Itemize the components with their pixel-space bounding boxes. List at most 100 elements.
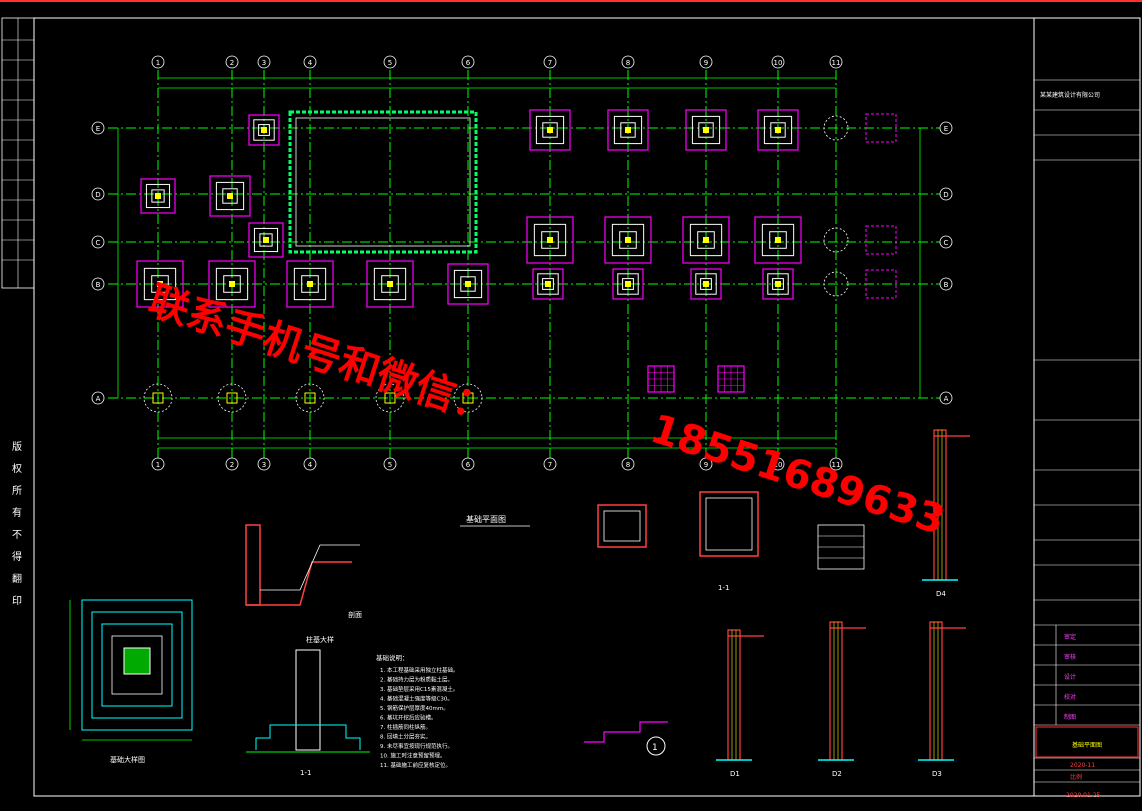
pit-section-label: 1-1: [718, 584, 729, 592]
grid-bubble: [225, 55, 239, 69]
column-marker: [227, 193, 233, 199]
grid-bubble: [225, 457, 239, 471]
column-marker: [545, 281, 551, 287]
column-section-label: D4: [936, 590, 946, 598]
grid-number: 5: [388, 59, 392, 67]
rebar-table: [817, 524, 865, 570]
drawing-frame: [33, 17, 1035, 797]
grid-bubble: [621, 55, 635, 69]
plan-grid: [108, 70, 940, 458]
copyright-char: 翻: [12, 573, 22, 585]
footing-outer: [762, 268, 794, 300]
grid-number: 6: [466, 59, 471, 67]
future-pad: [865, 269, 897, 299]
pile-column: [152, 392, 164, 404]
grid-bubble: [771, 457, 785, 471]
pile-column: [462, 392, 474, 404]
footing-step: [215, 267, 249, 301]
grid-number: 8: [626, 461, 630, 469]
footing-column: [772, 278, 784, 290]
grid-letter: C: [944, 239, 949, 247]
footing-outer: [248, 222, 284, 258]
signoff-row: 审定: [1064, 634, 1077, 641]
title-block: [1033, 17, 1141, 797]
footing-column: [259, 233, 273, 247]
column-section-label: D1: [730, 770, 740, 778]
footing-column: [542, 122, 558, 138]
footing-column: [301, 275, 319, 293]
step-detail: [584, 721, 668, 756]
footing-step: [763, 115, 793, 145]
copyright-vertical-text: 版权所有不得翻印: [12, 440, 22, 607]
grid-bubble: [939, 391, 953, 405]
grid-number: 7: [548, 59, 552, 67]
notes-title: 基础说明：: [376, 653, 409, 662]
column-marker: [625, 281, 631, 287]
general-notes: 1. 本工程基础采用独立柱基础。2. 基础持力层为粉质黏土层。3. 基础垫层采用…: [380, 666, 459, 769]
column-base-section: [246, 649, 370, 753]
footing-step: [535, 115, 565, 145]
wall-detail-title: 剖面: [348, 610, 362, 619]
footing-outer: [682, 216, 730, 264]
grid-bubble: [829, 55, 843, 69]
grid-bubble: [461, 457, 475, 471]
grid-number: 4: [308, 461, 313, 469]
grid-bubble: [91, 187, 105, 201]
column-section-label: D3: [932, 770, 942, 778]
footing-pads: [136, 109, 897, 413]
footing-step: [537, 273, 559, 295]
grid-bubble: [543, 55, 557, 69]
footing-outer: [248, 114, 280, 146]
column-section-body: [727, 629, 741, 761]
grid-letter: E: [944, 125, 948, 133]
column-marker: [775, 127, 781, 133]
footing-column: [619, 231, 637, 249]
column-marker: [625, 127, 631, 133]
grid-number: 10: [774, 59, 783, 67]
footing-column: [770, 122, 786, 138]
grid-number: 2: [230, 59, 234, 67]
grid-bubble: [829, 457, 843, 471]
footing-step: [533, 223, 567, 257]
note-line: 10. 施工时注意预留预埋。: [380, 752, 446, 760]
footing-column: [698, 122, 714, 138]
column-base-title: 柱基大样: [306, 635, 334, 644]
pile-cap: [453, 383, 483, 413]
note-line: 3. 基础垫层采用C15素混凝土。: [380, 685, 458, 693]
grid-letter: A: [944, 395, 949, 403]
grid-letter: A: [96, 395, 101, 403]
copyright-char: 权: [12, 462, 22, 475]
pit-detail-2: [699, 491, 759, 557]
grid-bubble: [461, 55, 475, 69]
note-line: 1. 本工程基础采用独立柱基础。: [380, 666, 459, 674]
wall-section-detail: [245, 524, 360, 606]
footing-detail-title: 基础大样图: [110, 755, 145, 764]
column-marker: [155, 193, 161, 199]
column-marker: [387, 281, 393, 287]
footing-column: [700, 278, 712, 290]
signoff-row: 审核: [1064, 654, 1077, 661]
footing-step: [695, 273, 717, 295]
note-line: 7. 柱插筋同柱纵筋。: [380, 723, 431, 731]
grid-letter: E: [96, 125, 100, 133]
footing-outer: [532, 268, 564, 300]
grid-bubble: [939, 235, 953, 249]
grid-bubble: [303, 457, 317, 471]
grid-letter: C: [96, 239, 101, 247]
footing-outer: [607, 109, 649, 151]
footing-column: [381, 275, 399, 293]
grid-number: 5: [388, 461, 392, 469]
grid-letter: D: [95, 191, 100, 199]
grid-number: 3: [262, 461, 266, 469]
grid-bubble: [257, 457, 271, 471]
detail-circle-number: 1: [652, 743, 658, 753]
footing-step: [761, 223, 795, 257]
column-marker: [547, 127, 553, 133]
footing-step: [767, 273, 789, 295]
footing-column: [541, 231, 559, 249]
footing-step: [145, 183, 171, 209]
footing-step: [215, 181, 245, 211]
footing-outer: [140, 178, 176, 214]
